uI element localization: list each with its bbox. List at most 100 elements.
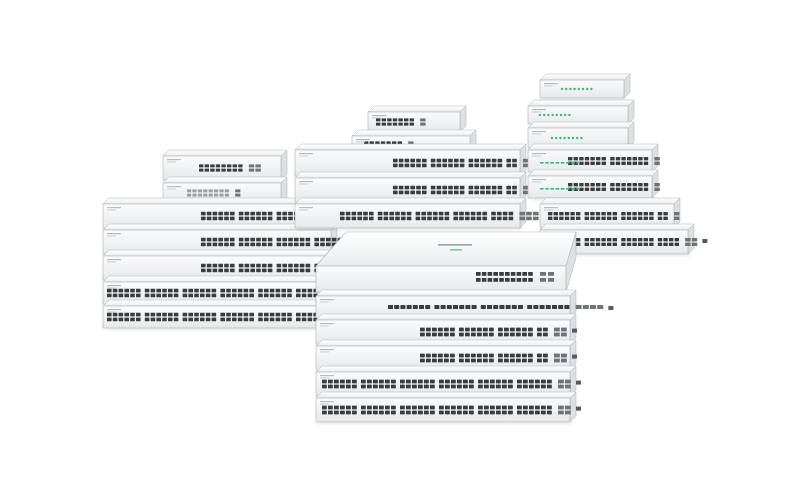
ethernet-port bbox=[220, 288, 225, 293]
ethernet-port bbox=[454, 163, 459, 168]
ethernet-port bbox=[537, 332, 542, 337]
ethernet-port bbox=[201, 237, 206, 242]
ethernet-port bbox=[508, 216, 514, 221]
ethernet-port bbox=[200, 312, 205, 317]
ethernet-port bbox=[389, 216, 394, 221]
ethernet-port bbox=[465, 216, 470, 221]
ethernet-port bbox=[444, 327, 449, 332]
sfp-port bbox=[523, 163, 529, 168]
ethernet-port bbox=[130, 317, 135, 322]
ethernet-port bbox=[243, 293, 249, 298]
ethernet-port bbox=[496, 405, 501, 410]
ethernet-port bbox=[211, 312, 217, 317]
ethernet-port bbox=[535, 405, 540, 410]
ethernet-port bbox=[194, 293, 199, 298]
ethernet-port bbox=[288, 242, 293, 247]
ethernet-port bbox=[476, 216, 482, 221]
status-led bbox=[573, 87, 576, 91]
sfp-port bbox=[561, 327, 567, 332]
ethernet-port bbox=[328, 379, 333, 384]
ethernet-port bbox=[508, 379, 513, 384]
sfp-port bbox=[235, 193, 241, 197]
ethernet-port bbox=[281, 312, 286, 317]
ethernet-port bbox=[307, 317, 313, 322]
ethernet-port bbox=[480, 163, 485, 168]
sfp-port bbox=[248, 164, 255, 168]
ethernet-port bbox=[570, 216, 575, 220]
ethernet-port bbox=[504, 353, 509, 358]
ethernet-port bbox=[267, 216, 273, 221]
ethernet-port bbox=[539, 305, 545, 309]
ethernet-port bbox=[448, 158, 453, 163]
ethernet-port bbox=[506, 163, 511, 168]
ethernet-port bbox=[430, 405, 435, 410]
ethernet-port bbox=[418, 405, 423, 410]
ethernet-port bbox=[610, 157, 615, 161]
ethernet-port bbox=[470, 216, 476, 221]
ethernet-port bbox=[237, 312, 243, 317]
ethernet-port bbox=[457, 379, 462, 384]
ethernet-port bbox=[584, 157, 590, 161]
sfp-port bbox=[554, 327, 560, 332]
ethernet-port bbox=[543, 353, 548, 358]
ethernet-port bbox=[469, 384, 474, 389]
ethernet-port bbox=[199, 168, 204, 172]
ethernet-port bbox=[205, 317, 211, 322]
ethernet-port bbox=[314, 237, 319, 242]
status-led bbox=[576, 162, 580, 164]
ethernet-port bbox=[649, 216, 654, 220]
ethernet-port bbox=[269, 312, 275, 317]
ethernet-port bbox=[480, 158, 485, 163]
ethernet-port bbox=[547, 410, 552, 415]
ethernet-port bbox=[258, 317, 263, 322]
ethernet-port bbox=[197, 193, 202, 197]
ethernet-port bbox=[528, 278, 533, 282]
ethernet-port bbox=[510, 327, 515, 332]
ethernet-port bbox=[397, 141, 402, 145]
ethernet-port bbox=[438, 211, 444, 216]
ethernet-port bbox=[391, 379, 396, 384]
ethernet-port bbox=[627, 157, 632, 161]
ethernet-port bbox=[529, 405, 534, 410]
ethernet-port bbox=[517, 379, 522, 384]
ethernet-port bbox=[502, 211, 508, 216]
sfp-port bbox=[558, 405, 564, 410]
ethernet-port bbox=[517, 384, 522, 389]
ethernet-port bbox=[383, 211, 389, 216]
ethernet-port bbox=[421, 211, 426, 216]
ethernet-port bbox=[112, 317, 118, 322]
ethernet-port bbox=[491, 190, 497, 195]
sfp-port bbox=[255, 168, 261, 172]
ethernet-port bbox=[463, 405, 468, 410]
ethernet-port bbox=[590, 157, 595, 161]
ethernet-port bbox=[352, 410, 357, 415]
brand-label bbox=[438, 244, 472, 246]
ethernet-port bbox=[237, 288, 243, 293]
ethernet-port bbox=[612, 242, 617, 246]
ethernet-port bbox=[508, 405, 513, 410]
ethernet-port bbox=[226, 293, 231, 298]
ethernet-port bbox=[508, 410, 513, 415]
ethernet-port bbox=[439, 405, 444, 410]
ethernet-port bbox=[288, 268, 293, 273]
ethernet-port bbox=[491, 211, 496, 216]
ethernet-port bbox=[517, 410, 522, 415]
ethernet-port bbox=[499, 305, 505, 309]
ethernet-port bbox=[496, 379, 501, 384]
ethernet-port bbox=[474, 158, 479, 163]
status-led bbox=[576, 136, 579, 140]
ethernet-port bbox=[144, 293, 150, 298]
ethernet-port bbox=[590, 161, 595, 165]
sfp-port bbox=[540, 278, 546, 282]
ethernet-port bbox=[422, 158, 427, 163]
ethernet-port bbox=[497, 216, 502, 221]
console-port bbox=[608, 306, 614, 310]
sfp-port bbox=[523, 185, 529, 190]
ethernet-port bbox=[201, 216, 206, 221]
ethernet-port bbox=[389, 211, 394, 216]
ethernet-port bbox=[638, 238, 643, 242]
ethernet-port bbox=[275, 288, 281, 293]
status-led bbox=[560, 87, 564, 91]
ethernet-port bbox=[674, 238, 679, 242]
ethernet-port bbox=[224, 189, 229, 193]
